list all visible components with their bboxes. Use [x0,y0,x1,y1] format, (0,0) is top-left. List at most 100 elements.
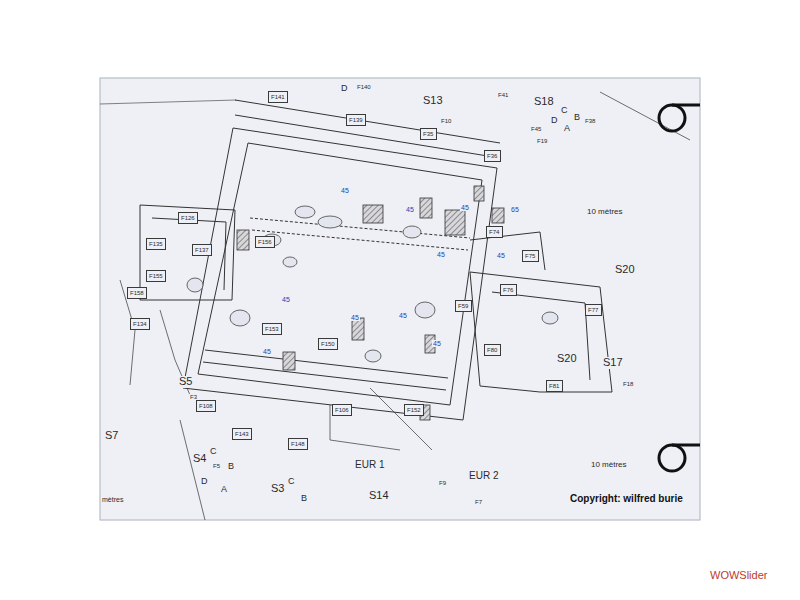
site-label: B [227,462,235,471]
interior-wall [203,362,446,390]
east-annex-wall [470,272,612,392]
building-outer-wall [183,128,497,420]
hatched-feature [492,208,504,223]
site-label: 10 mètres [586,208,624,216]
site-label: S20 [556,353,578,365]
feature-box: F153 [262,323,282,335]
pit-feature [283,257,297,267]
trench-line [330,405,400,450]
feature-number: F36 [487,153,498,160]
feature-box: F81 [546,380,563,392]
east-annex-inner [492,292,590,380]
feature-box: F59 [455,300,472,312]
site-label: F41 [497,92,509,98]
site-label: S13 [422,95,444,107]
hatched-feature [445,210,465,235]
site-label: C [287,477,296,486]
feature-number: F153 [265,326,279,333]
site-label: F18 [622,381,634,387]
site-label: S7 [104,430,119,442]
east-annex-wall [470,232,545,270]
handwritten-note: 45 [350,314,360,321]
feature-box: F74 [486,226,503,238]
binder-clip [659,445,685,471]
site-label: F7 [474,499,483,505]
hatched-feature [474,186,484,201]
feature-number: F81 [549,383,560,390]
boundary-line [370,388,432,450]
feature-box: F148 [288,438,308,450]
handwritten-note: 45 [340,187,350,194]
site-label: A [563,124,571,133]
site-label: A [220,485,228,494]
feature-number: F77 [588,307,599,314]
site-label: F10 [440,118,452,124]
hatched-feature [363,205,383,223]
feature-number: F134 [133,321,147,328]
site-label: S14 [368,490,390,502]
feature-box: F143 [232,428,252,440]
site-label: F9 [438,480,447,486]
site-label: F3 [189,394,198,400]
binder-clip [659,105,685,131]
site-label: F45 [530,126,542,132]
hatched-feature [237,230,249,250]
site-label: F5 [212,463,221,469]
handwritten-note: 45 [405,206,415,213]
site-label: EUR 1 [354,460,385,471]
feature-number: F141 [271,94,285,101]
handwritten-note: 45 [398,312,408,319]
site-label: S20 [614,264,636,276]
feature-number: F156 [258,239,272,246]
feature-box: F139 [346,114,366,126]
site-label: F19 [536,138,548,144]
site-label: mètres [101,496,124,503]
site-label: B [573,113,581,122]
feature-number: F80 [487,347,498,354]
site-label: D [340,84,349,93]
pit-feature [187,278,203,292]
feature-number: F139 [349,117,363,124]
handwritten-note: 45 [262,348,272,355]
handwritten-note: 65 [510,206,520,213]
hatched-feature [420,198,432,218]
feature-box: F134 [130,318,150,330]
feature-box: F108 [196,400,216,412]
feature-number: F59 [458,303,469,310]
site-label: F38 [584,118,596,124]
handwritten-note: 45 [432,340,442,347]
binder-clip [672,104,700,107]
feature-number: F35 [423,131,434,138]
feature-box: F76 [500,284,517,296]
paper-sheet [100,78,700,520]
interior-wall [252,230,468,250]
interior-wall [250,218,470,238]
feature-box: F158 [127,287,147,299]
feature-number: F108 [199,403,213,410]
feature-number: F135 [149,241,163,248]
boundary-line [180,420,205,520]
sheet-edge [100,78,700,520]
interior-wall [205,350,448,378]
site-label: EUR 2 [468,471,499,482]
feature-number: F150 [321,341,335,348]
building-inner-wall [198,143,482,405]
feature-box: F155 [146,270,166,282]
feature-number: F152 [407,407,421,414]
west-annex-wall [140,205,235,300]
site-label: S5 [178,376,193,388]
feature-number: F148 [291,441,305,448]
pit-feature [542,312,558,324]
feature-number: F74 [489,229,500,236]
pit-feature [295,206,315,218]
site-label: C [209,447,218,456]
site-label: C [560,106,569,115]
feature-number: F106 [335,407,349,414]
feature-box: F35 [420,128,437,140]
pit-feature [415,302,435,318]
site-label: 10 mètres [590,461,628,469]
pit-feature [318,216,342,228]
north-wall-line [235,115,500,158]
